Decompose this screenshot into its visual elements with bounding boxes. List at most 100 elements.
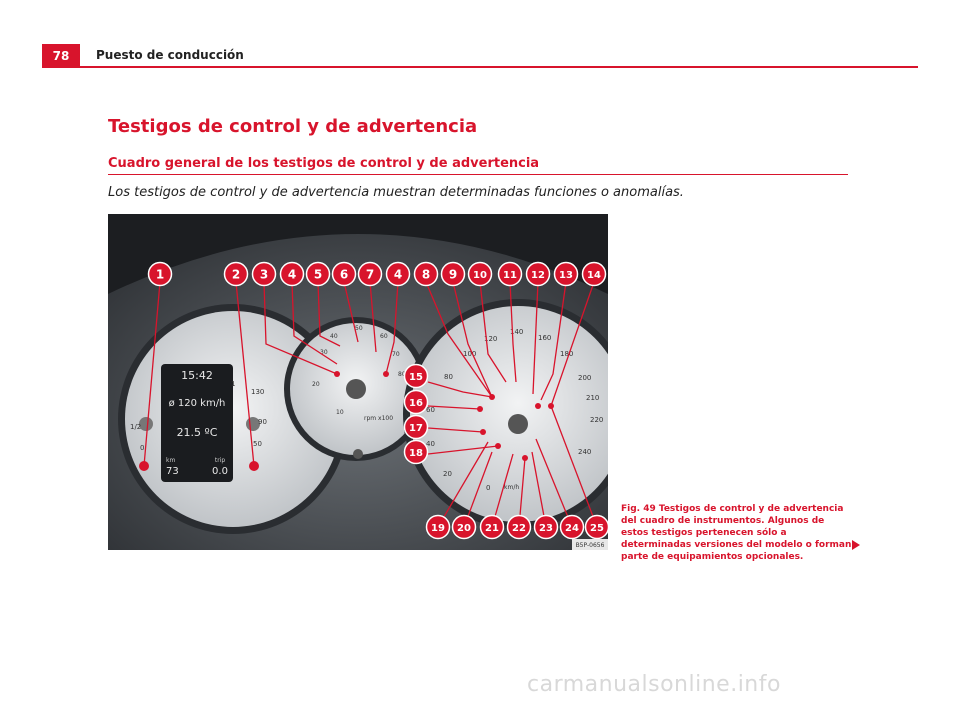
speed-tick-40: 40 bbox=[426, 440, 435, 448]
callout-label: 12 bbox=[531, 270, 545, 281]
callout-badge bbox=[479, 514, 505, 540]
callout-label: 11 bbox=[503, 270, 517, 281]
callout-label: 4 bbox=[288, 268, 296, 282]
speed-unit: km/h bbox=[504, 484, 519, 491]
callout-badge bbox=[467, 261, 493, 287]
callout-badge bbox=[385, 261, 411, 287]
callout-label: 2 bbox=[232, 268, 240, 282]
callout-label: 16 bbox=[409, 398, 423, 409]
figure-reference-box bbox=[572, 539, 608, 550]
callout-label: 24 bbox=[565, 523, 579, 534]
tach-tick-10: 10 bbox=[336, 409, 344, 416]
callout-label: 25 bbox=[590, 523, 604, 534]
figure-caption: Fig. 49 Testigos de control y de adverte… bbox=[621, 504, 852, 562]
callout-label: 6 bbox=[340, 268, 348, 282]
speed-tick-180: 180 bbox=[560, 350, 573, 358]
callout-badge bbox=[223, 261, 249, 287]
callout-label: 3 bbox=[260, 268, 268, 282]
speedometer-dial bbox=[410, 306, 608, 522]
callout-badge bbox=[403, 363, 429, 389]
warning-lamp bbox=[535, 403, 541, 409]
display-temperature: 21.5 ºC bbox=[177, 426, 218, 439]
page-number: 78 bbox=[42, 44, 80, 68]
watermark: carmanualsonline.info bbox=[527, 672, 781, 697]
speed-tick-210: 210 bbox=[586, 394, 599, 402]
section-title: Puesto de conducción bbox=[96, 48, 244, 62]
callout-label: 19 bbox=[431, 523, 445, 534]
callout-label: 22 bbox=[512, 523, 526, 534]
callout-label: 18 bbox=[409, 448, 423, 459]
callout-label: 17 bbox=[409, 423, 423, 434]
callout-badge bbox=[533, 514, 559, 540]
speed-tick-120: 120 bbox=[484, 335, 497, 343]
callout-label: 23 bbox=[539, 523, 553, 534]
intro-text: Los testigos de control y de advertencia… bbox=[108, 185, 684, 200]
callout-badge bbox=[279, 261, 305, 287]
speed-tick-20: 20 bbox=[443, 470, 452, 478]
callout-label: 5 bbox=[314, 268, 322, 282]
speed-tick-160: 160 bbox=[538, 334, 551, 342]
callout-badge bbox=[506, 514, 532, 540]
callout-label: 13 bbox=[559, 270, 573, 281]
callout-badge bbox=[403, 414, 429, 440]
cluster-hood bbox=[108, 214, 608, 294]
callout-label: 4 bbox=[394, 268, 402, 282]
callout-label: 14 bbox=[587, 270, 601, 281]
callout-label: 7 bbox=[366, 268, 374, 282]
display-km-value: 73 bbox=[166, 466, 179, 477]
tach-tick-30: 30 bbox=[320, 349, 328, 356]
speedometer-hub bbox=[508, 414, 528, 434]
speed-tick-220: 220 bbox=[590, 416, 603, 424]
display-speed: ø 120 km/h bbox=[169, 398, 226, 409]
fuel-tick-half: 1/2 bbox=[130, 423, 141, 431]
speed-tick-140: 140 bbox=[510, 328, 523, 336]
tach-tick-40: 40 bbox=[330, 333, 338, 340]
display-km-label: km bbox=[166, 457, 175, 464]
speed-tick-0: 0 bbox=[486, 484, 490, 492]
temp-tick-90: 90 bbox=[258, 418, 267, 426]
callout-label: 1 bbox=[156, 268, 164, 282]
callout-badges: 1 2 3 4 5 6 7 4 8 9 10 11 12 13 14 15 16… bbox=[147, 261, 608, 540]
header-rule bbox=[42, 66, 918, 68]
callout-badge bbox=[425, 514, 451, 540]
callout-badge bbox=[584, 514, 608, 540]
callout-label: 9 bbox=[449, 268, 457, 282]
callout-badge bbox=[413, 261, 439, 287]
callout-label: 15 bbox=[409, 372, 423, 383]
callout-label: 10 bbox=[473, 270, 487, 281]
callout-label: 20 bbox=[457, 523, 471, 534]
reset-knob bbox=[353, 449, 363, 459]
temp-tick-50: 50 bbox=[253, 440, 262, 448]
tach-tick-60: 60 bbox=[380, 333, 388, 340]
callout-badge bbox=[147, 261, 173, 287]
speed-tick-60: 60 bbox=[426, 406, 435, 414]
speed-tick-100: 100 bbox=[463, 350, 476, 358]
callout-badge bbox=[403, 439, 429, 465]
section-subtitle: Cuadro general de los testigos de contro… bbox=[108, 156, 540, 171]
callout-label: 21 bbox=[485, 523, 499, 534]
callout-badge bbox=[581, 261, 607, 287]
tach-unit: rpm x100 bbox=[364, 415, 393, 422]
fuel-tick-full: 1 bbox=[231, 380, 235, 388]
tachometer-hub bbox=[346, 379, 366, 399]
display-trip-value: 0.0 bbox=[212, 466, 228, 477]
instrument-cluster-figure: 15:42 ø 120 km/h 21.5 ºC km 73 trip 0.0 … bbox=[108, 214, 608, 550]
continue-arrow-icon bbox=[852, 540, 860, 550]
callout-badge bbox=[357, 261, 383, 287]
callout-badge bbox=[251, 261, 277, 287]
callout-badge bbox=[403, 389, 429, 415]
callout-badge bbox=[525, 261, 551, 287]
callout-badge bbox=[305, 261, 331, 287]
fuel-tick-empty: 0 bbox=[140, 444, 144, 452]
callout-label: 8 bbox=[422, 268, 430, 282]
subtitle-rule bbox=[108, 174, 848, 175]
display-trip-label: trip bbox=[215, 457, 225, 464]
display-time: 15:42 bbox=[181, 369, 213, 382]
callout-badge bbox=[451, 514, 477, 540]
callout-badge bbox=[559, 514, 585, 540]
multifunction-display bbox=[161, 364, 233, 482]
callout-leaders bbox=[143, 281, 598, 528]
tach-tick-20: 20 bbox=[312, 381, 320, 388]
callout-badge bbox=[497, 261, 523, 287]
tach-tick-80: 80 bbox=[398, 371, 406, 378]
